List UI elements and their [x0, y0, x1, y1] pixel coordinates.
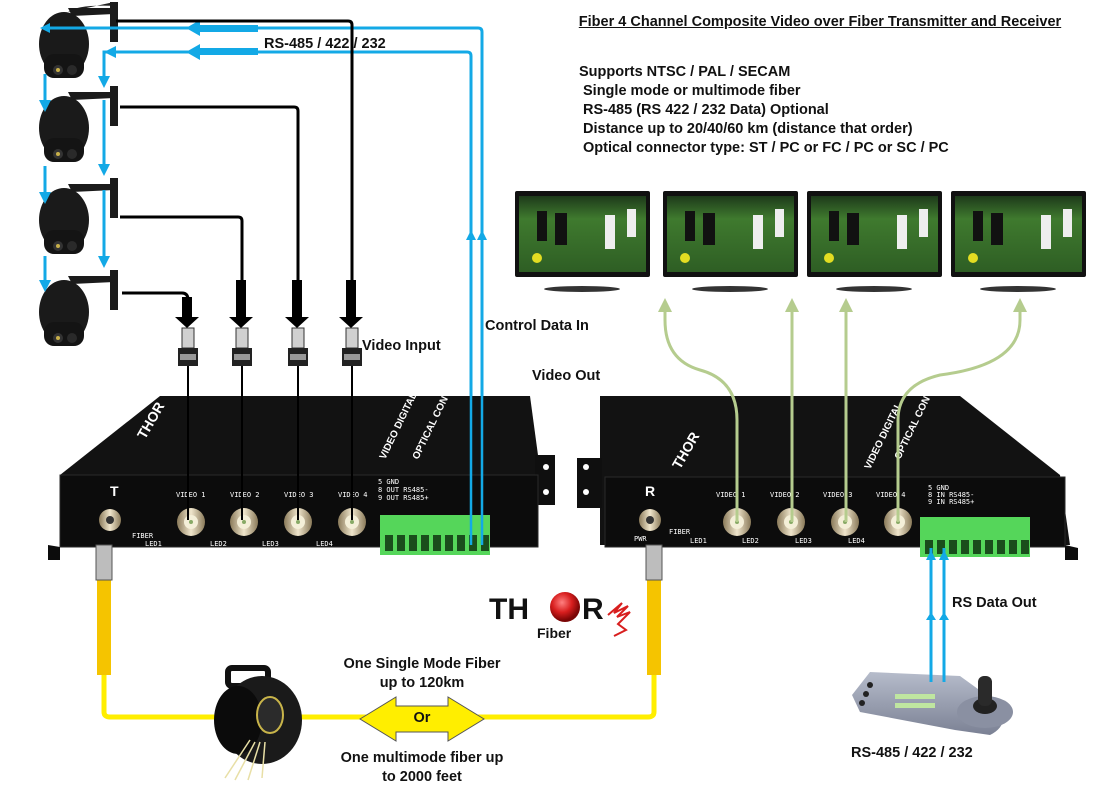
globe-icon	[550, 592, 580, 622]
pin-label: 9 OUT RS485+	[378, 494, 429, 502]
led-label: LED1	[690, 537, 707, 545]
feature-item: Single mode or multimode fiber	[583, 83, 801, 99]
fiber-cable	[95, 544, 663, 720]
tx-rs-cables	[469, 380, 484, 545]
or-label: Or	[413, 710, 431, 726]
monitors	[515, 191, 1086, 292]
transmitter-port-2[interactable]: VIDEO 2	[230, 491, 260, 536]
control-data-in-label: Control Data In	[485, 318, 589, 334]
monitor-1	[515, 191, 650, 292]
bnc-plugs	[178, 327, 362, 366]
transmitter-device: T THOR VIDEO DIGITAL OPTICAL CONVERTER F…	[48, 358, 555, 560]
camera-3	[39, 178, 118, 254]
tx-video-cables	[187, 366, 353, 520]
video-input-cables	[116, 19, 354, 301]
svg-text:VIDEO 2: VIDEO 2	[770, 491, 800, 499]
receiver-letter: R	[645, 483, 655, 499]
thor-fiber-logo: TH R Fiber	[489, 592, 631, 641]
led-label: LED3	[262, 540, 279, 548]
multimode-line1: One multimode fiber up	[340, 750, 504, 766]
page-title: Fiber 4 Channel Composite Video over Fib…	[578, 14, 1062, 30]
rs-data-out-label: RS Data Out	[952, 595, 1037, 611]
fiber-reel	[214, 665, 302, 781]
features-list: Supports NTSC / PAL / SECAM Single mode …	[579, 63, 949, 158]
svg-text:VIDEO 1: VIDEO 1	[716, 491, 746, 499]
video-out-lines	[663, 308, 1022, 522]
rs-top-label: RS-485 / 422 / 232	[264, 36, 386, 52]
svg-text:VIDEO 4: VIDEO 4	[876, 491, 906, 499]
lightning-icon	[607, 602, 631, 637]
svg-text:VIDEO 1: VIDEO 1	[176, 491, 206, 499]
monitor-3	[807, 191, 942, 292]
pin-label: 5 GND	[378, 478, 399, 486]
pin-label: 5 GND	[928, 484, 949, 492]
feature-item: Distance up to 20/40/60 km (distance tha…	[583, 121, 913, 137]
feature-item: Optical connector type: ST / PC or FC / …	[583, 140, 949, 156]
multimode-line2: to 2000 feet	[382, 769, 462, 785]
transmitter-letter: T	[110, 483, 119, 499]
receiver-terminal-block	[920, 517, 1030, 557]
svg-text:VIDEO 2: VIDEO 2	[230, 491, 260, 499]
receiver-pwr-label: PWR	[634, 535, 647, 543]
rs-data-out-arrows	[926, 550, 949, 620]
led-label: LED2	[210, 540, 227, 548]
rs485-arrows	[39, 20, 487, 292]
or-double-arrow	[359, 696, 485, 742]
transmitter-fiber-label: FIBER	[132, 532, 154, 540]
single-mode-line1: One Single Mode Fiber	[343, 656, 501, 672]
led-label: LED4	[316, 540, 333, 548]
video-input-label: Video Input	[362, 338, 441, 354]
video-out-arrows	[658, 298, 1027, 312]
feature-item: Supports NTSC / PAL / SECAM	[579, 64, 791, 80]
led-label: LED3	[795, 537, 812, 545]
receiver-device: R THOR VIDEO DIGITAL OPTICAL CONVERTER F…	[577, 358, 1078, 560]
pin-label: 8 IN RS485-	[928, 491, 974, 499]
single-mode-line2: up to 120km	[379, 675, 465, 691]
transmitter-port-1[interactable]: VIDEO 1	[176, 491, 206, 536]
camera-2	[39, 86, 118, 162]
pin-label: 8 OUT RS485-	[378, 486, 429, 494]
rs-bottom-label: RS-485 / 422 / 232	[851, 745, 973, 761]
svg-text:TH: TH	[489, 593, 529, 626]
svg-text:VIDEO 3: VIDEO 3	[823, 491, 853, 499]
monitor-2	[663, 191, 798, 292]
video-out-label: Video Out	[532, 368, 601, 384]
led-label: LED4	[848, 537, 865, 545]
rs-data-out-lines	[929, 548, 946, 682]
video-input-arrows	[175, 280, 363, 328]
camera-1	[39, 2, 118, 78]
pin-label: 9 IN RS485+	[928, 498, 974, 506]
svg-text:Fiber: Fiber	[537, 625, 572, 641]
led-label: LED2	[742, 537, 759, 545]
svg-text:R: R	[582, 593, 604, 626]
ptz-keyboard	[852, 672, 1013, 735]
transmitter-terminal-block	[380, 515, 490, 555]
monitor-4	[951, 191, 1086, 292]
feature-item: RS-485 (RS 422 / 232 Data) Optional	[583, 102, 829, 118]
camera-4	[39, 270, 118, 346]
camera-group	[39, 2, 118, 346]
led-label: LED1	[145, 540, 162, 548]
receiver-fiber-label: FIBER	[669, 528, 691, 536]
rs485-lines-camera	[43, 26, 484, 545]
